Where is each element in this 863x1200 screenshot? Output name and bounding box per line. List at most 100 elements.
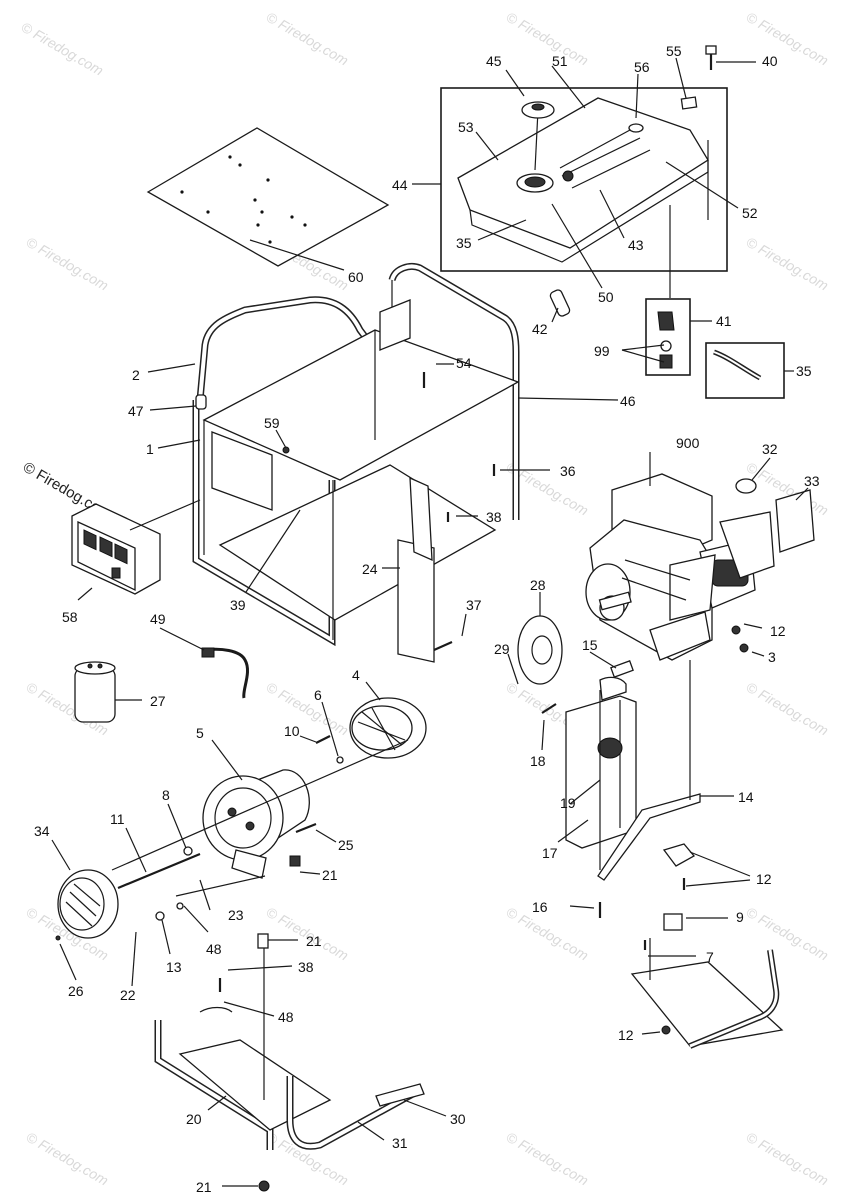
callout-label: 42 xyxy=(532,321,548,337)
callout-label: 36 xyxy=(560,463,576,479)
callout-label: 21 xyxy=(196,1179,212,1195)
callout-label: 45 xyxy=(486,53,502,69)
end-cover-part xyxy=(57,869,119,939)
callout-label: 12 xyxy=(770,623,786,639)
callout-label: 14 xyxy=(738,789,754,805)
callout-label: 46 xyxy=(620,393,636,409)
callout-label: 56 xyxy=(634,59,650,75)
watermark: © Firedog.com xyxy=(24,234,112,294)
callout-label: 41 xyxy=(716,313,732,329)
callout-label: 44 xyxy=(392,177,408,193)
callout-label: 22 xyxy=(120,987,136,1003)
alternator-part xyxy=(202,769,310,879)
callout-label: 39 xyxy=(230,597,246,613)
watermark: © Firedog.com xyxy=(504,1129,592,1189)
callout-label: 1 xyxy=(146,441,154,457)
watermark: © Firedog.com xyxy=(504,9,592,69)
generator-base-part xyxy=(154,948,425,1150)
fuel-hose-assembly xyxy=(705,342,785,399)
callout-label: 50 xyxy=(598,289,614,305)
callout-label: 34 xyxy=(34,823,50,839)
callout-label: 37 xyxy=(466,597,482,613)
callout-label: 20 xyxy=(186,1111,202,1127)
capacitor-part xyxy=(74,661,116,723)
callout-label: 8 xyxy=(162,787,170,803)
gasket-part xyxy=(517,615,563,685)
muffler-part xyxy=(565,660,637,849)
engine-part xyxy=(585,473,775,661)
callout-label: 12 xyxy=(756,871,772,887)
callout-label: 48 xyxy=(278,1009,294,1025)
callout-label: 27 xyxy=(150,693,166,709)
callout-label: 11 xyxy=(110,811,125,827)
watermark: © Firedog.com xyxy=(19,19,107,79)
callout-label: 7 xyxy=(706,949,714,965)
callout-label: 19 xyxy=(560,795,576,811)
watermark: © Firedog.com xyxy=(264,679,352,739)
callout-label: 4 xyxy=(352,667,360,683)
engine-base-part xyxy=(630,938,784,1049)
callout-labels: 45 51 55 40 56 53 44 52 35 43 50 60 42 4… xyxy=(34,43,820,1195)
callout-label: 51 xyxy=(552,53,568,69)
callout-label: 2 xyxy=(132,367,140,383)
callout-label: 30 xyxy=(450,1111,466,1127)
callout-label: 32 xyxy=(762,441,778,457)
generator-frame xyxy=(192,263,520,647)
callout-label: 43 xyxy=(628,237,644,253)
top-plate-part xyxy=(146,127,390,267)
muffler-bracket-part xyxy=(597,660,701,931)
fan-housing-part xyxy=(349,697,427,759)
callout-label: 3 xyxy=(768,649,776,665)
callout-label: 17 xyxy=(542,845,558,861)
callout-label: 26 xyxy=(68,983,84,999)
callout-label: 35 xyxy=(796,363,812,379)
watermark: © Firedog.com xyxy=(744,1129,832,1189)
callout-label: 58 xyxy=(62,609,78,625)
watermark: © Firedog.com xyxy=(24,1129,112,1189)
callout-label: 21 xyxy=(306,933,322,949)
watermark: © Firedog.com xyxy=(744,9,832,69)
callout-label: 24 xyxy=(362,561,378,577)
callout-label: 38 xyxy=(298,959,314,975)
fuel-line-part xyxy=(549,289,571,317)
callout-label: 9 xyxy=(736,909,744,925)
watermark: © Firedog.com xyxy=(744,679,832,739)
watermark: © Firedog.com xyxy=(744,904,832,964)
callout-label: 18 xyxy=(530,753,546,769)
callout-label: 35 xyxy=(456,235,472,251)
callout-label: 59 xyxy=(264,415,280,431)
callout-label: 60 xyxy=(348,269,364,285)
callout-label: 55 xyxy=(666,43,682,59)
callout-label: 5 xyxy=(196,725,204,741)
hardware-parts xyxy=(55,372,749,1192)
callout-label: 48 xyxy=(206,941,222,957)
callout-label: 13 xyxy=(166,959,182,975)
callout-label: 99 xyxy=(594,343,610,359)
callout-label: 40 xyxy=(762,53,778,69)
wire-harness-part xyxy=(201,647,250,699)
callout-label: 31 xyxy=(392,1135,408,1151)
callout-label: 15 xyxy=(582,637,598,653)
bracket-part xyxy=(397,476,435,663)
callout-label: 38 xyxy=(486,509,502,525)
callout-label: 900 xyxy=(676,435,700,451)
through-bolt-part xyxy=(111,739,409,897)
control-panel-part xyxy=(71,503,161,595)
callout-label: 33 xyxy=(804,473,820,489)
callout-label: 21 xyxy=(322,867,338,883)
callout-label: 23 xyxy=(228,907,244,923)
callout-label: 28 xyxy=(530,577,546,593)
callout-label: 16 xyxy=(532,899,548,915)
bolt-part xyxy=(705,45,717,70)
callout-label: 52 xyxy=(742,205,758,221)
callout-label: 49 xyxy=(150,611,166,627)
watermark: © Firedog.com xyxy=(264,9,352,69)
callout-label: 10 xyxy=(284,723,300,739)
callout-label: 25 xyxy=(338,837,354,853)
callout-label: 29 xyxy=(494,641,510,657)
callout-label: 53 xyxy=(458,119,474,135)
watermark: © Firedog.com xyxy=(744,234,832,294)
fuel-valve-assembly xyxy=(645,298,691,376)
callout-label: 54 xyxy=(456,355,472,371)
